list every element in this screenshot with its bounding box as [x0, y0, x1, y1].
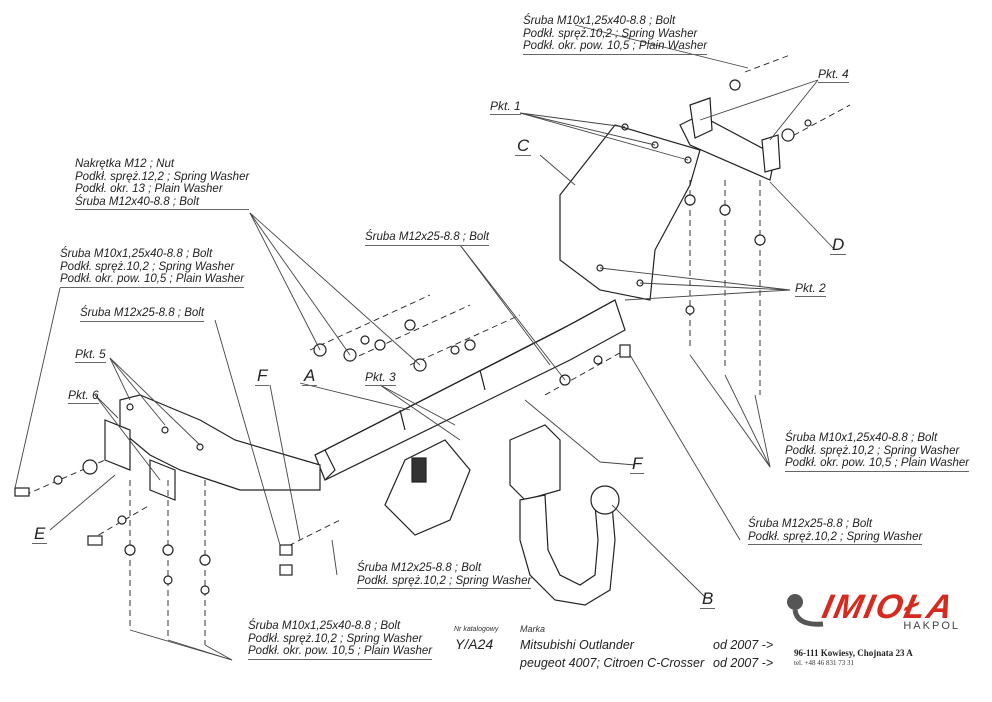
callout-bottom-left-fasteners: Śruba M10x1,25x40-8.8 ; Bolt Podkł. sprę… [248, 620, 433, 660]
callout-top-right-fasteners: Śruba M10x1,25x40-8.8 ; Bolt Podkł. sprę… [523, 15, 708, 55]
part-label-f-right: F [630, 454, 645, 474]
vehicle-year: od 2007 -> [713, 638, 774, 652]
crossbar-a [314, 299, 626, 481]
callout-left-m12-bolt: Śruba M12x25-8.8 ; Bolt [80, 307, 205, 322]
callout-line: Nakrętka M12 ; Nut [75, 158, 175, 170]
callout-line: Śruba M12x25-8.8 ; Bolt [748, 518, 873, 530]
point-label-3: Pkt. 3 [365, 370, 396, 386]
callout-right-lower-fasteners: Śruba M10x1,25x40-8.8 ; Bolt Podkł. sprę… [785, 432, 970, 472]
callout-line: Śruba M10x1,25x40-8.8 ; Bolt [60, 248, 213, 260]
brand-label: Marka [520, 624, 546, 634]
callout-line: Podkł. spręż.10,2 ; Spring Washer [248, 632, 423, 645]
callout-line: Śruba M12x40-8.8 ; Bolt [75, 196, 250, 210]
callout-line: Śruba M12x25-8.8 ; Bolt [80, 307, 205, 322]
callout-line: Śruba M10x1,25x40-8.8 ; Bolt [248, 620, 401, 632]
tow-ball-b [519, 485, 620, 606]
leader-lines [14, 24, 836, 661]
callout-line: Podkł. okr. pow. 10,5 ; Plain Washer [248, 645, 433, 660]
catalog-number: Y/A24 [455, 636, 494, 652]
callout-line: Śruba M10x1,25x40-8.8 ; Bolt [523, 15, 676, 27]
fasteners [14, 79, 812, 595]
vehicle-year: od 2007 -> [713, 656, 774, 670]
callout-line: Śruba M12x25-8.8 ; Bolt [357, 562, 482, 574]
callout-line: Podkł. spręż.10,2 ; Spring Washer [748, 531, 923, 545]
callout-right-m12-bolt: Śruba M12x25-8.8 ; Bolt Podkł. spręż.10,… [748, 518, 923, 545]
callout-center-m12-bolt: Śruba M12x25-8.8 ; Bolt [365, 231, 490, 246]
vehicle-model: peugeot 4007; Citroen C-Crosser [520, 656, 705, 670]
vehicle-model: Mitsubishi Outlander [520, 638, 634, 652]
left-bracket-e [104, 394, 321, 501]
point-label-2: Pkt. 2 [795, 281, 826, 297]
callout-line: Podkł. okr. pow. 10,5 ; Plain Washer [523, 40, 708, 55]
right-bracket-c [559, 123, 701, 301]
callout-line: Śruba M12x25-8.8 ; Bolt [365, 231, 490, 246]
company-phone: tel. +48 46 831 73 31 [794, 659, 854, 667]
callout-line: Podkł. spręż.10,2 ; Spring Washer [357, 575, 532, 589]
callout-line: Podkł. spręż.10,2 ; Spring Washer [523, 27, 698, 40]
callout-line: Podkł. spręż.10,2 ; Spring Washer [60, 260, 235, 273]
callout-line: Podkł. spręż.12,2 ; Spring Washer [75, 170, 250, 183]
callout-line: Podkł. okr. 13 ; Plain Washer [75, 183, 223, 195]
point-label-6: Pkt. 6 [68, 388, 99, 404]
company-name: IMIOŁA [818, 588, 959, 626]
callout-left-bolt: Śruba M10x1,25x40-8.8 ; Bolt Podkł. sprę… [60, 248, 245, 288]
part-label-f-left: F [255, 366, 270, 386]
company-address: 96-111 Kowiesy, Chojnata 23 A [794, 648, 913, 658]
point-label-5: Pkt. 5 [75, 347, 106, 363]
part-label-c: C [515, 136, 532, 156]
callout-line: Podkł. spręż.10,2 ; Spring Washer [785, 444, 960, 457]
company-subname: HAKPOL [903, 620, 960, 632]
catalog-number-label: Nr katalogowy [454, 626, 499, 633]
tow-hook-logo-icon [787, 594, 824, 627]
company-logo: IMIOŁA HAKPOL [783, 588, 968, 632]
part-label-e: E [32, 524, 48, 544]
callout-bottom-center-bolt: Śruba M12x25-8.8 ; Bolt Podkł. spręż.10,… [357, 562, 532, 589]
callout-line: Podkł. okr. pow. 10,5 ; Plain Washer [60, 273, 245, 288]
bracket-d [679, 97, 781, 181]
part-label-d: D [830, 235, 847, 255]
callout-line: Śruba M10x1,25x40-8.8 ; Bolt [785, 432, 938, 444]
callout-line: Podkł. okr. pow. 10,5 ; Plain Washer [785, 457, 970, 472]
point-label-4: Pkt. 4 [818, 67, 849, 83]
point-label-1: Pkt. 1 [490, 99, 521, 115]
socket-plate [384, 424, 561, 536]
callout-nut-group: Nakrętka M12 ; Nut Podkł. spręż.12,2 ; S… [75, 158, 250, 210]
part-label-b: B [700, 589, 716, 609]
part-label-a: A [302, 366, 318, 386]
